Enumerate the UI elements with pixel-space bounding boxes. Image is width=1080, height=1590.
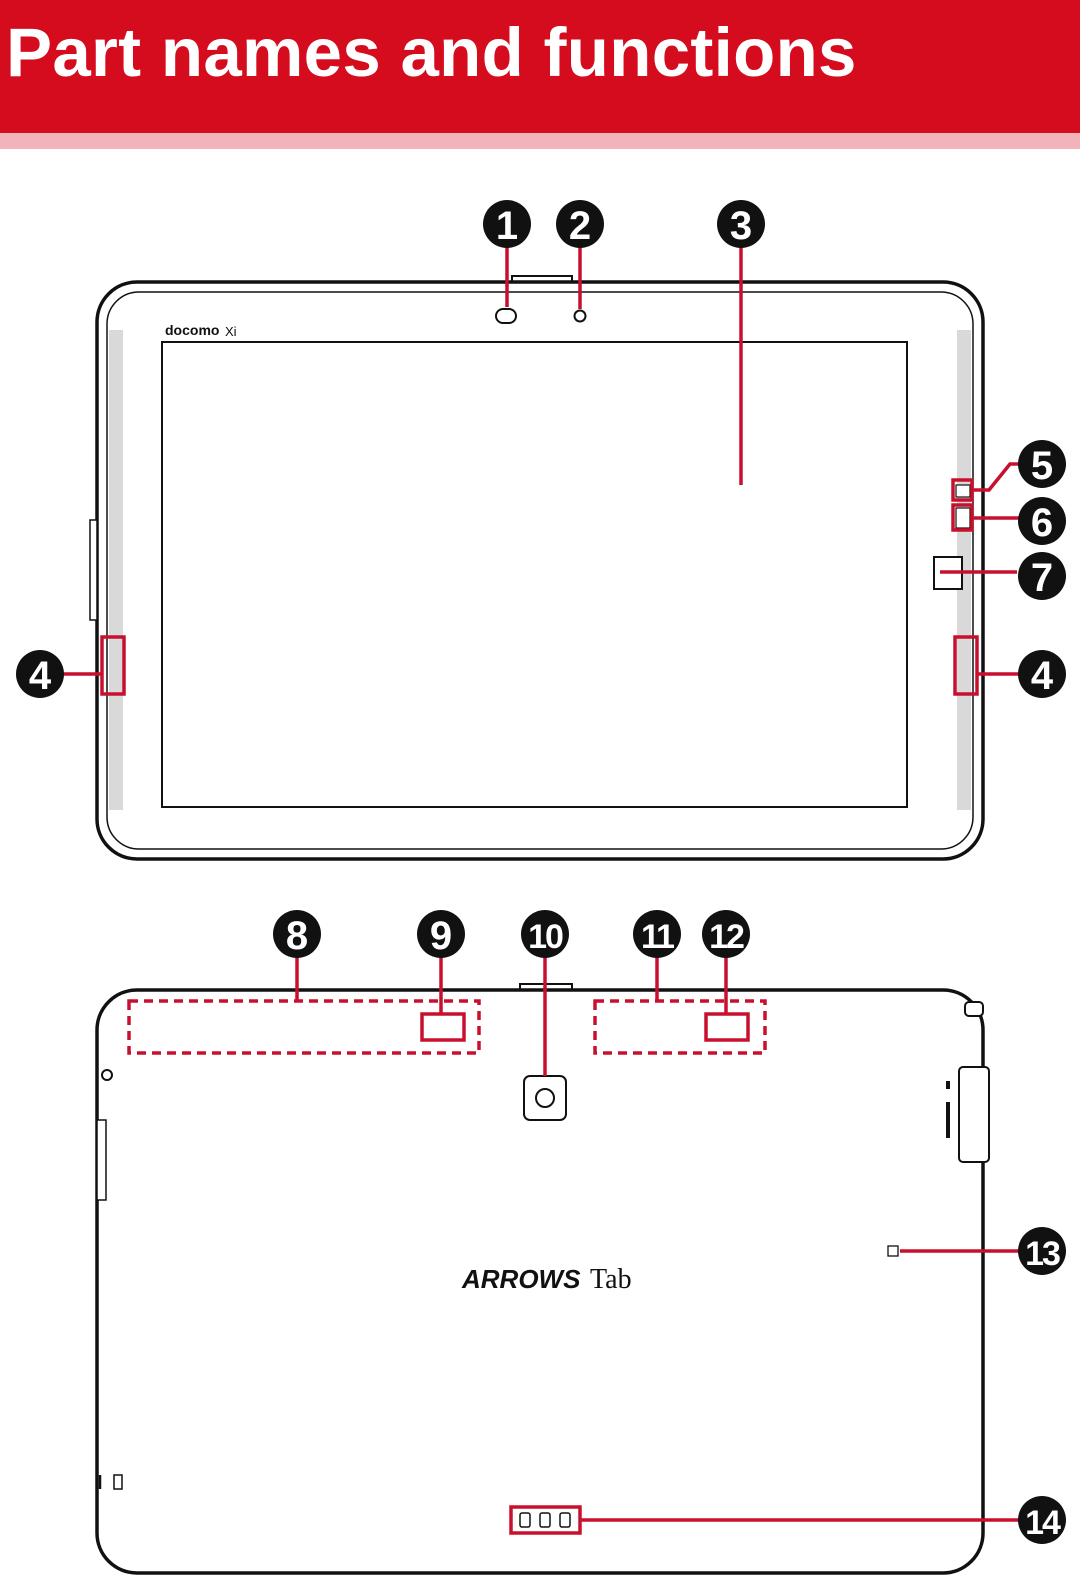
rear-camera-icon: [523, 1075, 567, 1121]
callout-10: 10: [521, 910, 569, 958]
brand-logo-docomo: docomo: [165, 322, 219, 338]
svg-text:13: 13: [1025, 1235, 1060, 1273]
back-leader-lines: [295, 957, 1020, 1522]
callout-6: 6: [1018, 497, 1066, 545]
svg-text:9: 9: [430, 914, 452, 958]
svg-text:11: 11: [641, 918, 674, 956]
brand-logo-xi: Xi: [225, 324, 237, 339]
svg-text:8: 8: [286, 914, 308, 958]
callout-4-right: 4: [1018, 650, 1066, 698]
svg-text:10: 10: [528, 918, 563, 956]
svg-text:12: 12: [709, 918, 744, 956]
tablet-front: docomo Xi: [89, 275, 985, 861]
callout-13: 13: [1018, 1227, 1066, 1275]
svg-text:6: 6: [1031, 501, 1053, 545]
svg-text:5: 5: [1031, 444, 1053, 488]
callout-1: 1: [483, 200, 531, 248]
callout-3: 3: [717, 200, 765, 248]
tablet-back: ARROWS Tab: [95, 983, 990, 1575]
callout-9: 9: [417, 910, 465, 958]
front-camera-icon: [495, 308, 517, 324]
callout-12: 12: [702, 910, 750, 958]
svg-text:2: 2: [569, 204, 591, 248]
callout-11: 11: [633, 910, 681, 958]
front-callouts: 1 2 3 4 4 5 6 7: [16, 200, 1066, 698]
page-header: Part names and functions: [0, 0, 1080, 133]
callout-2: 2: [556, 200, 604, 248]
light-sensor-icon: [573, 309, 587, 323]
callout-4-left: 4: [16, 650, 64, 698]
brand-logo-arrows: ARROWS: [461, 1264, 581, 1294]
speaker-grille-right: [957, 330, 971, 810]
callout-7: 7: [1018, 552, 1066, 600]
charging-terminal-icon: [519, 1512, 571, 1528]
svg-text:3: 3: [730, 204, 752, 248]
svg-text:14: 14: [1025, 1504, 1061, 1542]
callout-8: 8: [273, 910, 321, 958]
svg-text:4: 4: [1031, 654, 1054, 698]
svg-text:1: 1: [496, 204, 518, 248]
page-title: Part names and functions: [6, 14, 857, 91]
front-leader-lines: [62, 245, 1020, 676]
back-callouts: 8 9 10 11 12 13 14: [273, 910, 1066, 1544]
callout-14: 14: [1018, 1496, 1066, 1544]
nfc-mark-icon: [887, 1245, 899, 1257]
header-strip: [0, 133, 1080, 149]
speaker-grille-left: [109, 330, 123, 810]
svg-text:4: 4: [29, 654, 52, 698]
svg-text:7: 7: [1031, 556, 1053, 600]
callout-5: 5: [1018, 440, 1066, 488]
model-label-tab: Tab: [590, 1264, 632, 1295]
